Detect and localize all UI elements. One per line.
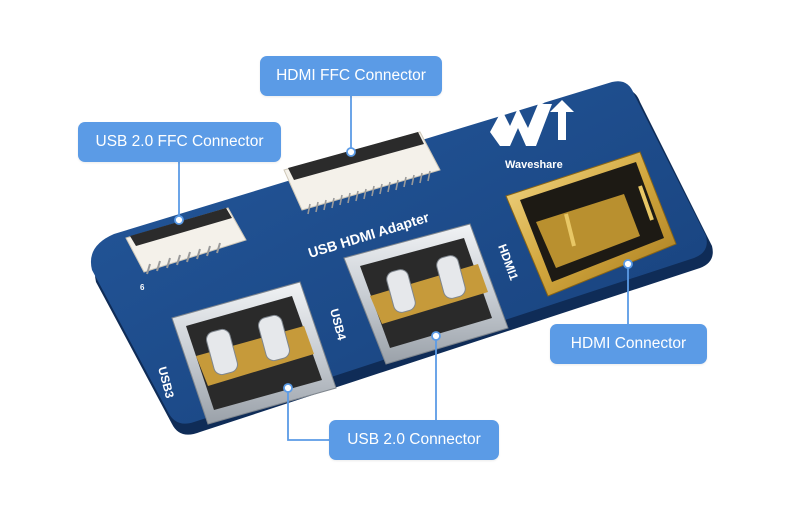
hdmi-ffc-connector-part — [283, 131, 441, 215]
waveshare-logo — [490, 100, 574, 146]
callout-usb-ffc-connector: USB 2.0 FFC Connector — [78, 122, 281, 162]
leader-dot-usb-left — [283, 383, 293, 393]
leader-dot-hdmi-ffc — [346, 147, 356, 157]
usb-ffc-connector-part — [125, 207, 247, 275]
leader-dot-usb-right — [431, 331, 441, 341]
leader-line-usb-left — [287, 390, 329, 441]
callout-hdmi-connector: HDMI Connector — [550, 324, 707, 364]
hdmi-connector-part — [505, 151, 677, 297]
callout-usb-connector: USB 2.0 Connector — [329, 420, 499, 460]
usb3-connector-part — [171, 281, 337, 425]
callout-hdmi-ffc-connector: HDMI FFC Connector — [260, 56, 442, 96]
registered-mark: ® — [536, 92, 546, 107]
usb4-connector-part — [343, 223, 509, 365]
brand-silkscreen: Waveshare — [505, 159, 563, 171]
leader-dot-hdmi — [623, 259, 633, 269]
pin-number-silkscreen: 6 — [140, 283, 145, 292]
leader-dot-usb-ffc — [174, 215, 184, 225]
